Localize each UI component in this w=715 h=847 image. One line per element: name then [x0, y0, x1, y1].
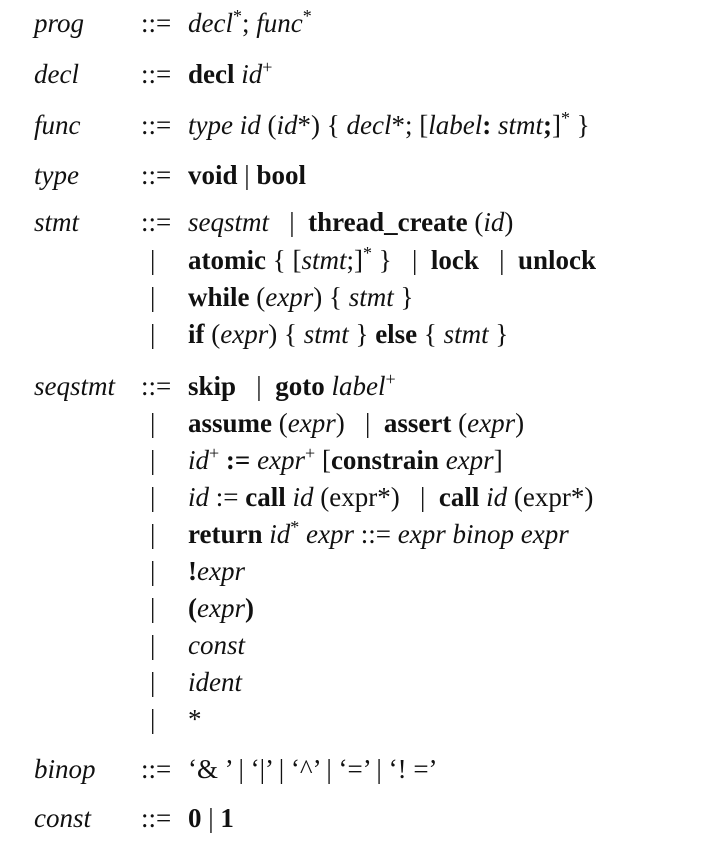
alternative-bar: | [150, 445, 156, 475]
derives-symbol: ::= [141, 207, 172, 237]
rhs-seqstmt-6: !expr [188, 556, 245, 586]
rhs-prog: decl*; func* [188, 6, 312, 38]
rhs-seqstmt-2: assume (expr) | assert (expr) [188, 408, 525, 438]
nonterminal-decl: decl [34, 59, 79, 89]
alternative-bar: | [150, 704, 156, 734]
rhs-seqstmt-1: skip | goto label+ [188, 369, 396, 401]
nonterminal-binop: binop [34, 754, 96, 784]
nonterminal-seqstmt: seqstmt [34, 371, 115, 401]
nonterminal-prog: prog [34, 8, 85, 38]
rhs-type: void | bool [188, 160, 306, 190]
rhs-stmt-4: if (expr) { stmt } else { stmt } [188, 319, 509, 349]
rhs-stmt-2: atomic { [stmt;]* } | lock | unlock [188, 243, 597, 275]
derives-symbol: ::= [141, 371, 172, 401]
rhs-seqstmt-4: id := call id (expr*) | call id (expr*) [188, 482, 594, 512]
derives-symbol: ::= [141, 803, 172, 833]
alternative-bar: | [150, 556, 156, 586]
rhs-seqstmt-8: const [188, 630, 245, 660]
nonterminal-const: const [34, 803, 91, 833]
rhs-seqstmt-10: * [188, 704, 202, 734]
derives-symbol: ::= [141, 160, 172, 190]
alternative-bar: | [150, 519, 156, 549]
nonterminal-type: type [34, 160, 79, 190]
rhs-seqstmt-5: return id* expr ::= expr binop expr [188, 517, 569, 549]
alternative-bar: | [150, 667, 156, 697]
rhs-stmt-1: seqstmt | thread_create (id) [188, 207, 514, 237]
alternative-bar: | [150, 282, 156, 312]
derives-symbol: ::= [141, 8, 172, 38]
rhs-seqstmt-9: ident [188, 667, 242, 697]
rhs-seqstmt-7: (expr) [188, 593, 254, 623]
alternative-bar: | [150, 245, 156, 275]
rhs-decl: decl id+ [188, 57, 273, 89]
alternative-bar: | [150, 630, 156, 660]
rhs-const: 0 | 1 [188, 803, 234, 833]
derives-symbol: ::= [141, 59, 172, 89]
nonterminal-func: func [34, 110, 81, 140]
rhs-seqstmt-3: id+ := expr+ [constrain expr] [188, 443, 503, 475]
derives-symbol: ::= [141, 754, 172, 784]
alternative-bar: | [150, 482, 156, 512]
nonterminal-stmt: stmt [34, 207, 80, 237]
rhs-func: type id (id*) { decl*; [label: stmt;]* } [188, 108, 590, 140]
alternative-bar: | [150, 593, 156, 623]
alternative-bar: | [150, 408, 156, 438]
rhs-stmt-3: while (expr) { stmt } [188, 282, 414, 312]
alternative-bar: | [150, 319, 156, 349]
derives-symbol: ::= [141, 110, 172, 140]
rhs-binop: ‘& ’ | ‘|’ | ‘^’ | ‘=’ | ‘! =’ [188, 754, 438, 784]
